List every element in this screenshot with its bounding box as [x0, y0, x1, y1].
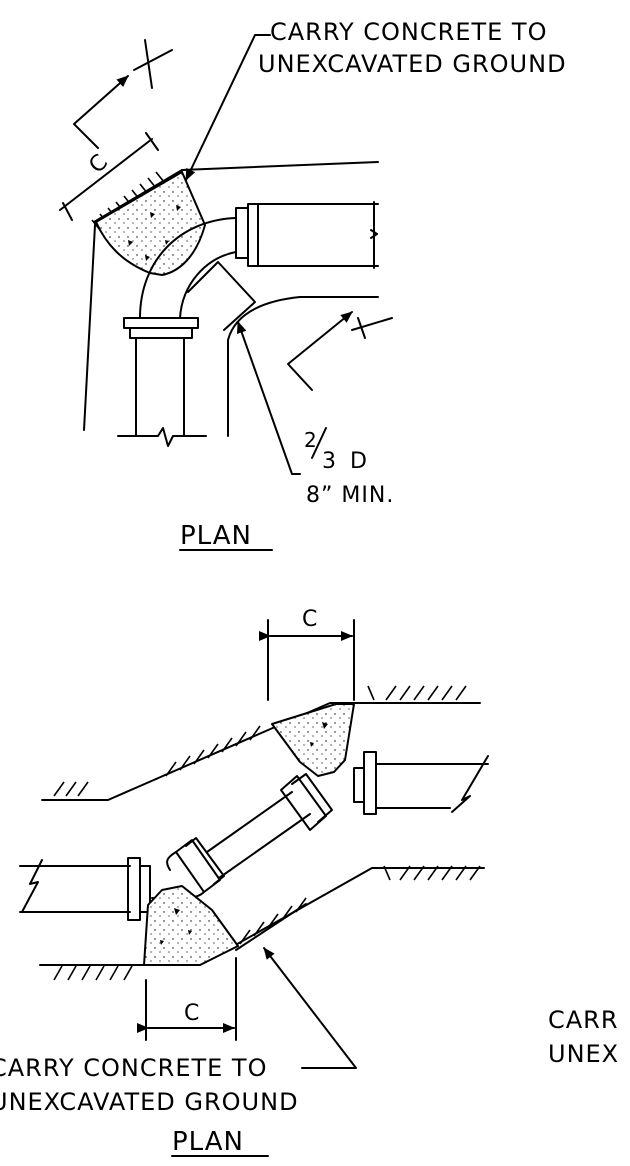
trench-wall-top	[181, 161, 379, 171]
trench-wall-upper	[41, 702, 481, 801]
section-mark-lower	[351, 317, 393, 339]
section-arrow-lower	[287, 311, 353, 391]
trench-wall-left	[83, 224, 96, 431]
trench-wall-inner	[227, 296, 379, 437]
note-carry-concrete-bottom-line2: UNEXCAVATED GROUND	[0, 1088, 299, 1116]
earth-line-lower	[235, 903, 307, 951]
clearance-block	[187, 261, 256, 331]
frac-denominator: 3	[322, 449, 337, 474]
plan-offset: C	[0, 607, 489, 1157]
aggregate-marks-lower	[160, 908, 192, 945]
plan-title-top: PLAN	[180, 521, 252, 551]
pipe-angled-top-edge	[206, 791, 293, 853]
pipe-angled-bottom-edge	[218, 813, 311, 879]
section-mark-upper	[133, 39, 173, 89]
leader-arrow-min	[236, 321, 301, 475]
aggregate-marks-upper	[310, 722, 328, 747]
elbow-inner-edge	[179, 251, 237, 319]
hatch-lower-left	[53, 965, 133, 981]
flange-ll-outer	[127, 857, 141, 921]
dim-label-c-upper: C	[302, 607, 318, 632]
dim-label-c-top: C	[84, 149, 113, 178]
hatch-lower-slope	[239, 897, 307, 945]
flange-h-inner	[235, 207, 249, 259]
section-arrow-upper	[73, 75, 129, 149]
cropped-note-line2: UNEX	[548, 1040, 619, 1068]
note-carry-concrete-top-line2: UNEXCAVATED GROUND	[258, 50, 567, 78]
leader-arrow-top	[185, 34, 271, 181]
cropped-note-line1: CARR	[548, 1006, 619, 1034]
pipe-ur-break	[451, 755, 489, 813]
hatch-upper-slope	[165, 725, 261, 777]
flange-h-outer	[247, 203, 259, 267]
hatch-upper-far-left	[53, 781, 89, 797]
pipe-h-break	[370, 201, 378, 269]
dim-line-c-top	[59, 138, 153, 211]
leader-arrow-bottom	[263, 947, 357, 1069]
pipe-ll-break	[21, 859, 43, 913]
dim-label-c-lower: C	[184, 1001, 200, 1026]
hatch-lower-right	[383, 865, 481, 881]
frac-slash	[311, 427, 327, 459]
frac-unit: D	[350, 449, 368, 474]
frac-numerator: 2	[304, 428, 318, 452]
flange-angled-upper-rim	[291, 773, 333, 823]
hatch-upper-right	[367, 685, 467, 701]
flange-angled-lower-rim	[185, 837, 225, 885]
min-note: 8” MIN.	[306, 483, 394, 508]
flange-ll-inner	[139, 865, 151, 913]
flange-v-outer	[123, 317, 199, 329]
pipe-v-break	[117, 427, 207, 447]
earth-line-upper	[93, 169, 183, 223]
dim-ticks-c-top	[62, 132, 159, 221]
note-carry-concrete-top-line1: CARRY CONCRETE TO	[270, 18, 547, 46]
plan-title-bottom: PLAN	[172, 1127, 244, 1157]
trench-wall-lower	[39, 867, 485, 966]
flange-ur-inner	[353, 767, 365, 803]
note-carry-concrete-bottom-line1: CARRY CONCRETE TO	[0, 1054, 267, 1082]
plan-bend-90: CARRY CONCRETE TO UNEXCAVATED GROUND C	[59, 18, 567, 551]
elbow-outer-edge	[139, 217, 237, 319]
flange-v-inner	[129, 327, 193, 339]
flange-ur-outer	[363, 751, 377, 815]
